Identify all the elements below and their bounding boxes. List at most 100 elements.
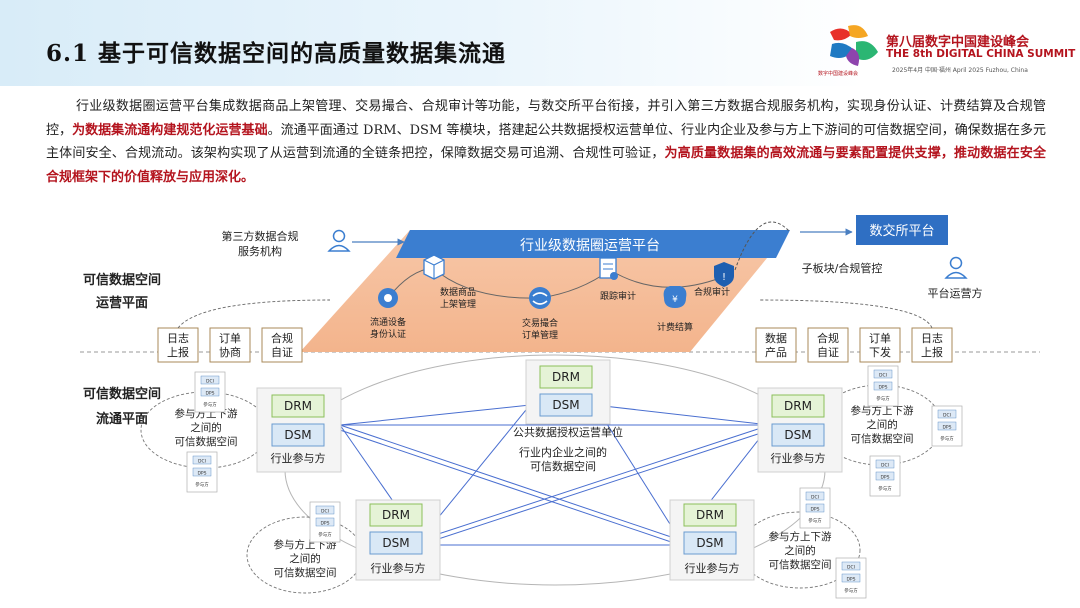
right-tag-1-line-2: 产品 [765,345,787,359]
para-text-2: 。流通平面通过 DRM、DSM 等模块，搭建起公共数据授权运营单位、行业内企业及… [46,122,1046,162]
right-tags: 数据 产品 合规 自证 订单 下发 日志 上报 [755,327,953,363]
dsm-box [369,531,423,555]
right-tags-connector [759,299,933,329]
right-tag-3-line-2: 下发 [869,345,891,359]
summit-name-en: THE 8th DIGITAL CHINA SUMMIT [886,48,1076,60]
drm-box [683,503,737,527]
third-party-line-2: 服务机构 [238,244,282,258]
mini-doc-icon [867,365,899,407]
dsm-label: DSM [784,428,811,442]
left-tags: 日志 上报 订单 协商 合规 自证 [157,327,303,363]
left-tag-3-line-2: 自证 [271,346,293,359]
svg-text:¥: ¥ [672,295,678,305]
circ-plane-line-2: 流通平面 [96,411,148,427]
ops-plane-line-2: 运营平面 [96,295,148,311]
left-tag-3-line-1: 合规 [271,331,293,345]
inter-enterprise-line-2: 可信数据空间 [530,459,596,473]
participant-label: 行业参与方 [371,561,426,575]
left-tag-1-line-1: 日志 [167,332,189,345]
updown-label-bottom-right: 参与方上下游 之间的 可信数据空间 [769,530,832,571]
billing-module-icon: ¥ [663,286,687,308]
compliance-label: 合规审计 [694,286,730,298]
drm-label: DRM [552,370,580,384]
public-unit-label: 公共数据授权运营单位 [513,425,623,439]
sub-block-label: 子板块/合规管控 [802,261,883,275]
right-tag-box [755,327,797,363]
updown-right-line-3: 可信数据空间 [851,432,914,445]
left-tag-2-line-1: 订单 [219,332,241,345]
updown-br-line-3: 可信数据空间 [769,558,832,571]
inter-enterprise-line-1: 行业内企业之间的 [519,445,607,459]
platform-title: 行业级数据圈运营平台 [520,238,660,254]
trace-label: 跟踪审计 [600,290,636,302]
circ-plane-line-1: 可信数据空间 [83,386,161,402]
left-tag-box [261,327,303,363]
updown-label-bottom-left: 参与方上下游 之间的 可信数据空间 [274,538,337,579]
left-tag-1-line-2: 上报 [167,345,189,359]
updown-left-line-2: 之间的 [190,421,222,434]
updown-left-line-3: 可信数据空间 [175,435,238,448]
exchange-connector [734,221,791,271]
matching-module-icon [529,287,551,309]
updown-bl-line-2: 之间的 [289,552,321,565]
right-tag-3-line-1: 订单 [869,332,891,345]
matching-line-1: 交易撮合 [522,317,558,329]
operations-platform-banner [396,230,790,258]
identity-line-1: 流通设备 [370,316,406,328]
participant-label: 行业参与方 [271,451,326,465]
para-highlight-1: 为数据集流通构建规范化运营基础 [72,122,268,138]
platform-operator-person-icon [944,256,968,279]
dsm-label: DSM [284,428,311,442]
dsm-label: DSM [696,536,723,550]
matching-line-2: 订单管理 [522,329,558,341]
drm-box [369,503,423,527]
dsm-box [271,423,325,447]
right-tag-4-line-1: 日志 [921,332,943,345]
mini-doc-icon [869,455,901,497]
updown-right-line-2: 之间的 [866,418,898,431]
summit-date: 2025年4月 中国·福州 April 2025 Fuzhou, China [892,67,1028,74]
right-tag-box [807,327,849,363]
right-tag-4-line-2: 上报 [921,345,943,359]
updown-bl-line-3: 可信数据空间 [274,566,337,579]
mini-doc-icon [931,405,963,447]
updown-br-line-1: 参与方上下游 [769,530,832,543]
mini-doc-icon [186,451,218,493]
exchange-box [856,215,948,245]
compliance-module-icon: ! [714,262,734,287]
drm-label: DRM [284,399,312,413]
drm-label: DRM [696,508,724,522]
dsm-label: DSM [552,398,579,412]
exchange-label: 数交所平台 [869,223,934,239]
updown-right-line-1: 参与方上下游 [851,404,914,417]
body-paragraph: 行业级数据圈运营平台集成数据商品上架管理、交易撮合、合规审计等功能，与数交所平台… [46,95,1046,189]
mini-doc-icon [309,501,341,543]
summit-logo: 第八届数字中国建设峰会 THE 8th DIGITAL CHINA SUMMIT… [818,22,1076,82]
identity-line-2: 身份认证 [370,328,406,340]
right-tag-box [911,327,953,363]
platform-operator-label: 平台运营方 [928,286,983,300]
header-banner: 6.1 基于可信数据空间的高质量数据集流通 第八届数字中国建设峰会 THE 8t… [0,0,1080,86]
third-party-line-1: 第三方数据合规 [222,229,299,243]
right-tag-box [859,327,901,363]
billing-label: 计费结算 [657,321,693,333]
trace-module-icon [599,257,618,280]
dsm-box [683,531,737,555]
drm-box [539,365,593,389]
right-tag-1-line-1: 数据 [765,331,787,345]
left-tag-2-line-2: 协商 [219,345,241,359]
third-party-person-icon [327,229,351,252]
dsm-box [539,393,593,417]
drm-box [771,394,825,418]
para-text-1: 行业级数据圈运营平台集成数据商品上架管理、交易撮合、合规审计等功能，与数交所平台… [46,99,1046,138]
left-tag-box [209,327,251,363]
updown-label-left: 参与方上下游 之间的 可信数据空间 [175,407,238,448]
listing-line-2: 上架管理 [440,298,476,310]
left-tags-connector [177,299,331,329]
para-highlight-2: 为高质量数据集的高效流通与要素配置提供支撑，推动数据在安全合规框架下的价值释放与… [46,146,1046,185]
updown-label-right: 参与方上下游 之间的 可信数据空间 [851,404,914,445]
left-tag-box [157,327,199,363]
mini-doc-icon [194,371,226,413]
svg-text:!: ! [722,272,726,283]
